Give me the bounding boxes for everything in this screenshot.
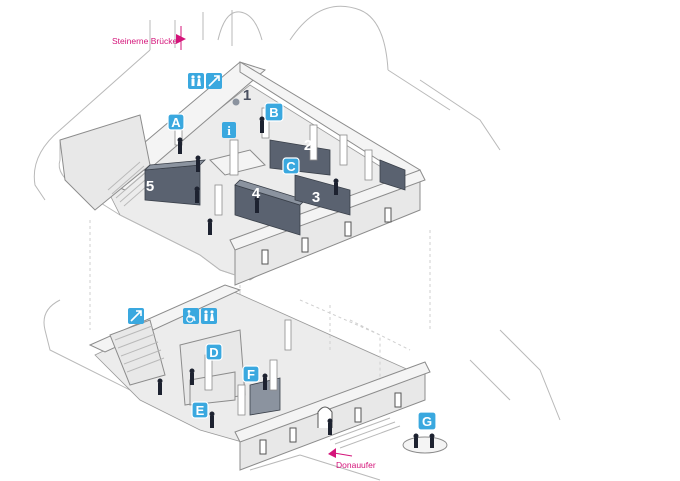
svg-text:F: F	[247, 367, 255, 382]
toilets-icon-lower[interactable]	[201, 308, 217, 324]
marker-f[interactable]: F	[242, 365, 260, 383]
svg-text:Donauufer: Donauufer	[336, 460, 376, 470]
elevator-icon[interactable]	[206, 73, 222, 89]
marker-c[interactable]: C	[282, 157, 300, 175]
lower-stairs	[109, 319, 166, 386]
svg-text:E: E	[196, 403, 205, 418]
room-1-dot	[232, 98, 240, 106]
svg-text:G: G	[422, 414, 432, 429]
marker-g[interactable]: G	[417, 411, 437, 431]
room-4-label: 4	[252, 185, 261, 202]
svg-text:Steinerne Brücke: Steinerne Brücke	[112, 36, 177, 46]
toilets-icon[interactable]	[188, 73, 204, 89]
svg-text:D: D	[209, 345, 218, 360]
wall-room-3	[294, 174, 351, 216]
svg-text:i: i	[227, 123, 231, 138]
info-icon[interactable]: i	[222, 122, 236, 138]
room-5-label: 5	[146, 178, 154, 195]
svg-text:C: C	[286, 159, 296, 174]
context-outline	[33, 5, 561, 481]
svg-text:A: A	[171, 115, 181, 130]
room-3-label: 3	[312, 189, 320, 206]
marker-a[interactable]: A	[167, 113, 185, 131]
room-1-label: 1	[243, 87, 251, 104]
marker-b[interactable]: B	[264, 102, 284, 122]
riverbank-direction[interactable]: Donauufer	[328, 448, 376, 470]
marker-d[interactable]: D	[205, 343, 223, 361]
upper-stairs	[107, 161, 157, 207]
marker-e[interactable]: E	[191, 401, 209, 419]
room-2-label: 2	[304, 137, 312, 154]
visitors	[157, 116, 435, 448]
bridge-direction[interactable]: Steinerne Brücke	[112, 26, 186, 50]
wheelchair-icon[interactable]	[183, 308, 199, 324]
svg-text:B: B	[269, 105, 278, 120]
elevator-icon-lower[interactable]	[128, 308, 144, 324]
